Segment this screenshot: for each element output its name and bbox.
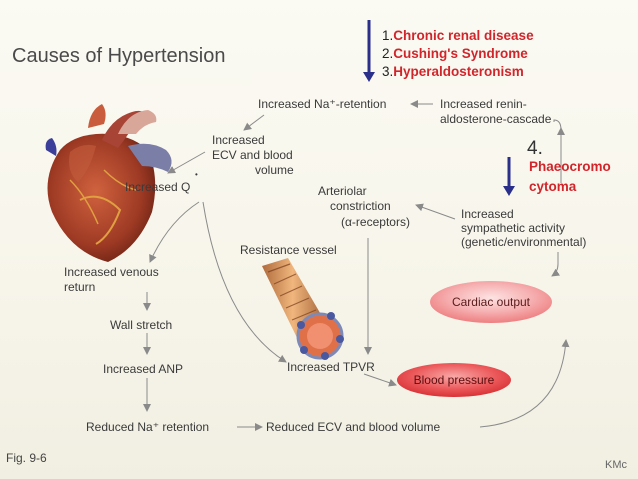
arrow-q-to-tpvr (202, 201, 287, 363)
blood-pressure-ellipse (397, 363, 511, 397)
cause-arrow-phaeo (503, 157, 515, 196)
cause-4-line2: cytoma (529, 179, 577, 194)
page-title: Causes of Hypertension (12, 45, 226, 67)
node-blood-pressure: Blood pressure (413, 373, 495, 387)
cardiac-output-ellipse (430, 281, 552, 323)
node-ecv-line3: volume (255, 163, 294, 177)
node-ecv-line2: ECV and blood (212, 148, 293, 162)
node-na-retention: Increased Na⁺-retention (258, 97, 387, 111)
node-cardiac-output: Cardiac output (451, 295, 531, 309)
node-renin-line1: Increased renin- (440, 97, 527, 111)
node-resistance-vessel: Resistance vessel (240, 243, 337, 257)
node-anp: Increased ANP (103, 362, 184, 376)
cause-number: 3. (382, 64, 394, 79)
cause-item: 2.Cushing's Syndrome (382, 45, 534, 63)
node-venous-line1: Increased venous (64, 265, 159, 279)
arrow-symp-to-cardiac (551, 252, 561, 277)
node-tpvr: Increased TPVR (287, 360, 375, 374)
cause-label: Hyperaldosteronism (393, 64, 524, 79)
heart-icon (45, 104, 172, 262)
node-symp-line2: sympathetic activity (461, 221, 566, 235)
cause-arrow-top (363, 20, 375, 82)
q-dot: • (195, 170, 198, 179)
arrow-symp-to-arteriolar (415, 203, 456, 220)
node-increased-q: Increased Q (125, 180, 191, 194)
node-reduced-ecv: Reduced ECV and blood volume (266, 420, 441, 434)
arrow-q-to-venous (149, 201, 200, 263)
causes-list: 1.Chronic renal disease 2.Cushing's Synd… (382, 27, 534, 81)
cause-item: 1.Chronic renal disease (382, 27, 534, 45)
node-arteriolar-line1: Arteriolar (318, 184, 367, 198)
node-reduced-na: Reduced Na⁺ retention (86, 420, 210, 434)
node-arteriolar-line2: constriction (330, 199, 391, 213)
cause-4-line1: Phaeocromo (529, 159, 611, 174)
node-venous-line2: return (64, 280, 96, 294)
resistance-vessel-illustration (262, 258, 344, 360)
arrow-ecv-to-q (167, 151, 206, 174)
cause-number: 2. (382, 46, 394, 61)
flow-arrows (143, 100, 570, 431)
node-symp-line3: (genetic/environmental) (461, 235, 587, 249)
cause-label: Chronic renal disease (393, 28, 534, 43)
node-symp-line1: Increased (461, 207, 514, 221)
figure-label: Fig. 9-6 (6, 451, 47, 465)
node-wall-stretch: Wall stretch (110, 318, 173, 332)
cause-label: Cushing's Syndrome (393, 46, 528, 61)
cause-4-number: 4. (527, 138, 543, 159)
node-ecv-line1: Increased (212, 133, 265, 147)
cause-number: 1. (382, 28, 394, 43)
cause-item: 3.Hyperaldosteronism (382, 63, 534, 81)
arrow-tpvr-to-bp (363, 373, 397, 387)
author-mark: KMc (605, 459, 627, 471)
arrow-reduced-ecv-to-cardiac (479, 339, 570, 428)
node-arteriolar-line3: (α-receptors) (341, 215, 410, 229)
node-renin-line2: aldosterone-cascade (440, 112, 552, 126)
arrow-na-to-ecv (243, 114, 265, 131)
